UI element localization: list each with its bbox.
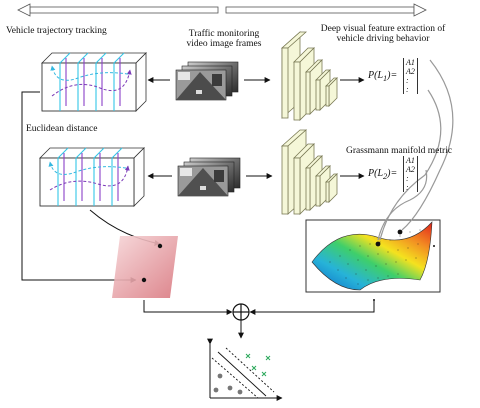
- deep-feature-line2: vehicle driving behavior: [336, 34, 430, 45]
- matrix-l1-row3: :: [406, 76, 409, 85]
- traffic-monitoring-line1: Traffic monitoring: [188, 29, 260, 39]
- traffic-monitoring-label: Traffic monitoring video image frames: [176, 29, 272, 50]
- deep-feature-line1: Deep visual feature extraction of: [320, 24, 446, 34]
- matrix-l1-row1: A1: [406, 58, 415, 67]
- deep-feature-label: Deep visual feature extraction of vehicl…: [308, 24, 458, 45]
- euclidean-distance-label: Euclidean distance: [26, 124, 98, 134]
- p2-tail: )=: [387, 168, 398, 179]
- flow-arrows: [147, 77, 365, 179]
- video-frames-top: [175, 61, 239, 101]
- cnn-layers-bottom: [280, 129, 338, 215]
- matrix-l2: A1 A2 : :: [403, 156, 418, 192]
- probability-l2: P(L2)=: [368, 168, 397, 181]
- classifier-plot: [207, 338, 283, 401]
- metric-curves: [377, 59, 454, 241]
- grassmann-manifold: [305, 219, 441, 301]
- top-double-arrow: [17, 3, 427, 17]
- fusion-node: [143, 300, 375, 339]
- matrix-l2-row1: A1: [406, 156, 415, 165]
- traffic-monitoring-line2: video image frames: [186, 39, 262, 50]
- matrix-l1: A1 A2 : :: [403, 58, 418, 94]
- trajectory-cube-top: [41, 52, 147, 112]
- p1-tail: )=: [387, 70, 398, 81]
- matrix-l2-row4: :: [406, 183, 409, 192]
- trajectory-cube-bottom: [39, 147, 145, 207]
- vehicle-trajectory-tracking-label: Vehicle trajectory tracking: [6, 26, 107, 36]
- euclidean-plane: [112, 236, 178, 298]
- video-frames-bottom: [177, 157, 241, 197]
- p2-sub: 2: [383, 172, 388, 181]
- p1-head: P(L: [368, 70, 383, 81]
- matrix-l1-row2: A2: [406, 67, 415, 76]
- matrix-l2-row3: :: [406, 174, 409, 183]
- probability-l1: P(L1)=: [368, 70, 397, 83]
- matrix-l2-row2: A2: [406, 165, 415, 174]
- cnn-layers-top: [280, 31, 338, 121]
- p1-sub: 1: [383, 74, 388, 83]
- p2-head: P(L: [368, 168, 383, 179]
- grassmann-metric-label: Grassmann manifold metric: [346, 146, 453, 156]
- matrix-l1-row4: :: [406, 85, 409, 94]
